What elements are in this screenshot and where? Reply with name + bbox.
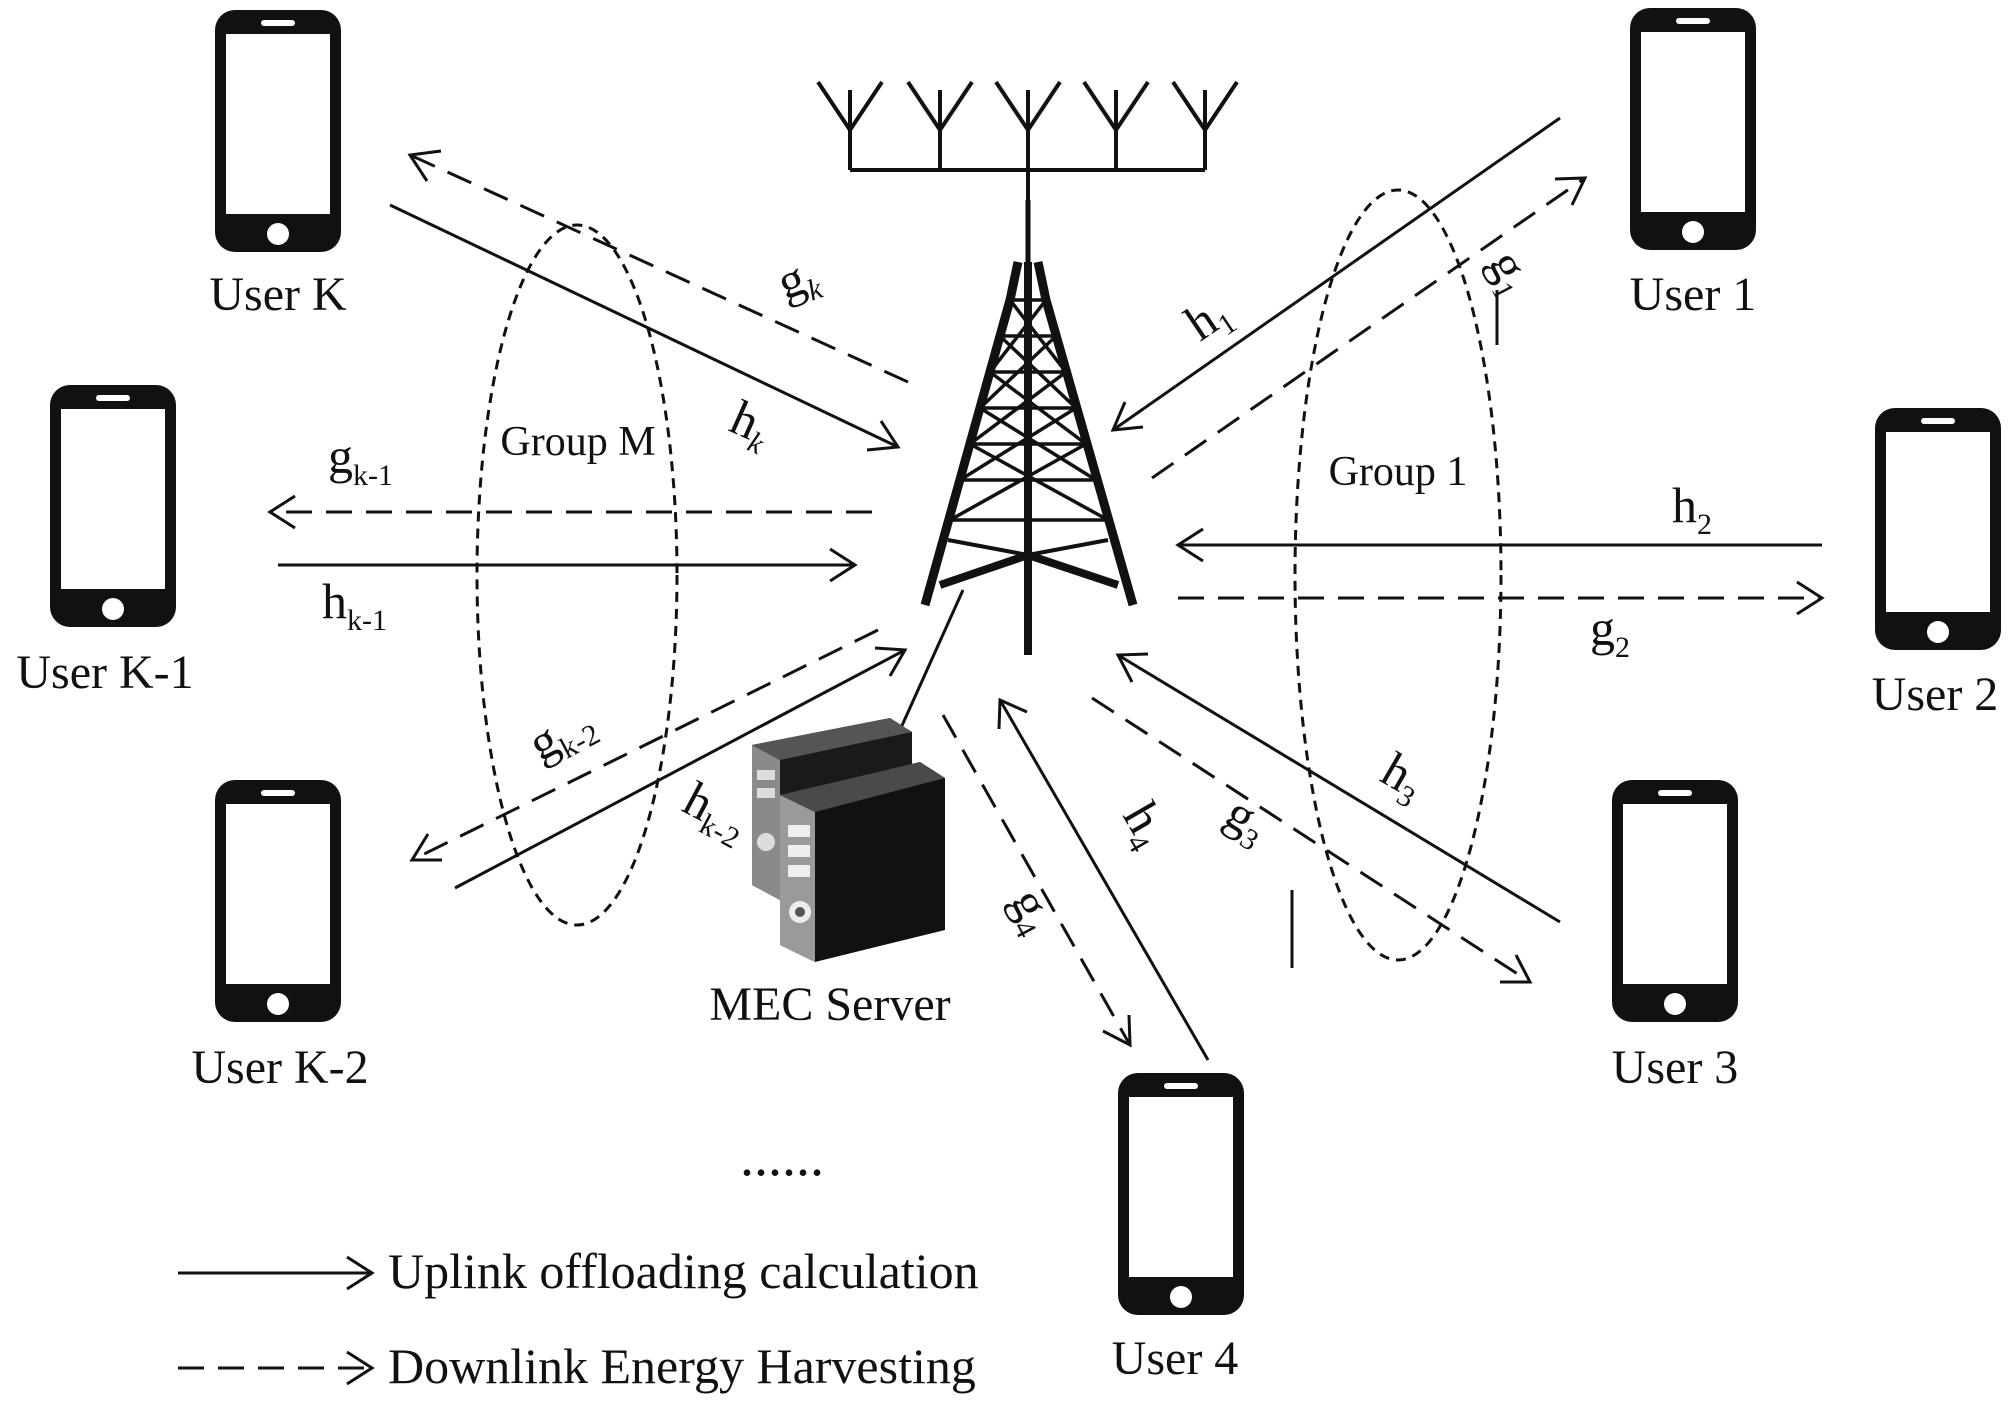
link-h3-uplink xyxy=(1115,652,1561,924)
phone-icon-user-k-1 xyxy=(50,385,176,627)
user-4-label: User 4 xyxy=(1112,1332,1239,1385)
channel-label-g1: g1 xyxy=(1473,241,1547,305)
server-cable xyxy=(898,589,965,731)
channel-label-gk-1: gk-1 xyxy=(328,428,393,492)
phone-icon-user-k-2 xyxy=(215,780,341,1022)
group-1-label: Group 1 xyxy=(1329,449,1468,495)
mec-server-icon xyxy=(752,718,945,962)
channel-label-h3: h3 xyxy=(1370,741,1436,815)
more-users-ellipsis: ...... xyxy=(740,1126,824,1188)
link-g3-downlink xyxy=(1091,696,1533,984)
link-gk-2-downlink xyxy=(409,628,879,862)
channel-label-hk-2: hk-2 xyxy=(672,770,758,855)
legend: Uplink offloading calculation Downlink E… xyxy=(178,1243,979,1394)
link-g4-downlink xyxy=(941,714,1132,1048)
user-k-1-label: User K-1 xyxy=(16,646,193,699)
channel-label-gk-2: gk-2 xyxy=(519,692,605,777)
link-hk-1-uplink xyxy=(278,547,858,583)
group-m-ellipse xyxy=(475,223,679,927)
link-gk-1-downlink xyxy=(267,494,872,530)
channel-label-g3: g3 xyxy=(1213,784,1280,858)
phone-icon-user-1 xyxy=(1630,8,1756,250)
phone-icon-user-2 xyxy=(1875,408,2001,650)
legend-downlink-label: Downlink Energy Harvesting xyxy=(388,1338,976,1394)
channel-label-hk-1: hk-1 xyxy=(322,573,387,637)
link-h1-uplink xyxy=(1110,116,1561,432)
link-gk-downlink xyxy=(407,149,909,384)
channel-label-h2: h2 xyxy=(1672,477,1712,541)
phone-icon-user-3 xyxy=(1612,780,1738,1022)
phone-icon-user-4 xyxy=(1118,1073,1244,1315)
channel-label-hk: hk xyxy=(720,389,781,462)
user-3-label: User 3 xyxy=(1612,1041,1739,1094)
legend-uplink-label: Uplink offloading calculation xyxy=(388,1243,979,1299)
channel-label-g2: g2 xyxy=(1590,600,1630,664)
link-hk-2-uplink xyxy=(454,646,908,890)
link-g2-downlink xyxy=(1178,580,1825,616)
user-k-2-label: User K-2 xyxy=(191,1041,368,1094)
user-2-label: User 2 xyxy=(1872,668,1999,721)
channel-label-gk: gk xyxy=(770,244,828,316)
link-hk-uplink xyxy=(389,203,901,452)
base-station-icon xyxy=(816,80,1239,655)
link-h4-uplink xyxy=(997,697,1210,1061)
legend-uplink-line xyxy=(178,1255,375,1291)
user-k-label: User K xyxy=(209,268,347,321)
phone-icon-user-k xyxy=(215,10,341,252)
channel-label-h4: h4 xyxy=(1107,793,1181,859)
user-1-label: User 1 xyxy=(1630,268,1757,321)
link-h2-uplink xyxy=(1175,527,1822,563)
channel-label-g4: g4 xyxy=(995,879,1069,943)
group-1-ellipse xyxy=(1293,188,1503,962)
group-m-label: Group M xyxy=(500,419,655,465)
link-g1-downlink xyxy=(1151,176,1588,480)
mec-server-label: MEC Server xyxy=(709,978,950,1031)
legend-downlink-line xyxy=(178,1350,375,1386)
